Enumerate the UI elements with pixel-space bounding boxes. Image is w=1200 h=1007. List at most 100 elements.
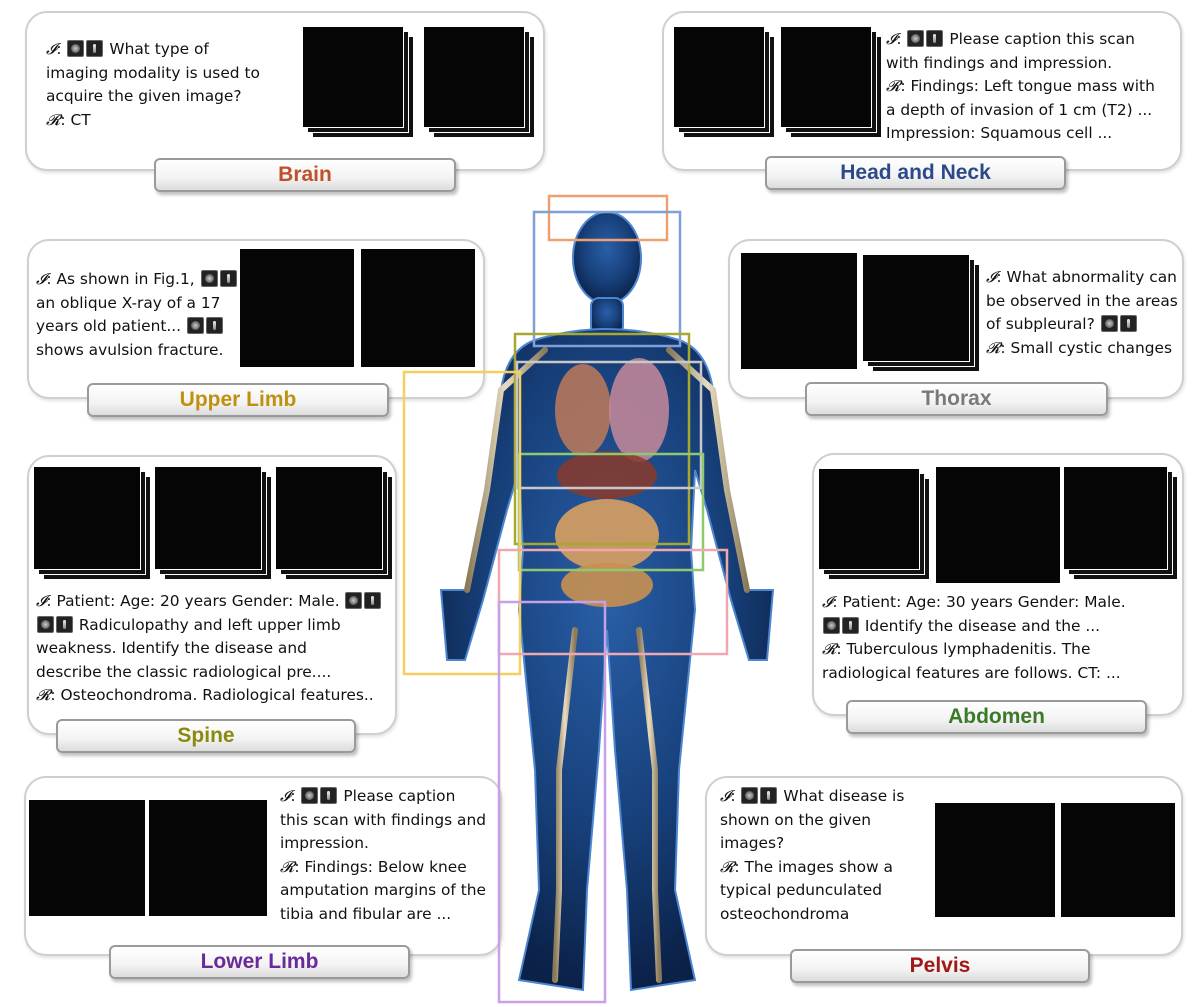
region-overlay-boxes (402, 194, 729, 1004)
human-body-svg (402, 194, 775, 1004)
thumbnail-image-icon (301, 787, 319, 804)
thumbnail-image-icon (219, 270, 237, 287)
thumbnail-image-icon (926, 30, 944, 47)
thorax-chest-xray (740, 252, 858, 370)
upper-limb-qa-text: 𝓘: As shown in Fig.1, an oblique X-ray o… (36, 268, 238, 362)
thumbnail-image-icon (842, 616, 859, 634)
spine-qa-text: 𝓘: Patient: Age: 20 years Gender: Male. … (36, 590, 382, 708)
lower-limb-label: Lower Limb (109, 945, 410, 979)
thumbnail-image-icon (86, 40, 104, 57)
upper-limb-xray-1 (239, 248, 355, 368)
overlay-box-thorax (515, 360, 703, 490)
qa-line: acquire the given image? (46, 87, 242, 105)
qa-line: 𝓘: Please caption (280, 787, 456, 805)
upper-limb-xray-2 (360, 248, 476, 368)
thumbnail-image-icon (186, 317, 204, 334)
overlay-box-spine (513, 332, 691, 546)
overlay-box-brain (547, 194, 669, 242)
qa-line: 𝓘: As shown in Fig.1, (36, 268, 238, 292)
thumbnail-image-icon (364, 592, 382, 609)
thorax-qa-text: 𝓘: What abnormality can be observed in t… (986, 266, 1178, 360)
qa-line: 𝓡: Findings: Below knee (280, 857, 467, 876)
upper-limb-label: Upper Limb (87, 383, 389, 417)
overlay-box-head-neck (532, 210, 682, 348)
head-neck-mri-scan-2 (780, 26, 882, 138)
qa-line: tibia and fibular are ... (280, 904, 452, 923)
qa-line: with findings and impression. (886, 53, 1113, 72)
brain-ct-scan-1 (302, 26, 414, 138)
brain-label: Brain (154, 158, 456, 192)
thumbnail-image-icon (1100, 315, 1118, 332)
qa-line: an oblique X-ray of a 17 (36, 293, 221, 312)
thorax-ct-scan (862, 254, 980, 372)
qa-line: of subpleural? (986, 313, 1178, 337)
spine-mri-scan (33, 466, 151, 580)
thumbnail-image-icon (741, 787, 759, 804)
qa-line: 𝓡: Findings: Left tongue mass with (886, 77, 1155, 95)
qa-line: a depth of invasion of 1 cm (T2) ... (886, 100, 1153, 119)
qa-line: 𝓡: Tuberculous lymphadenitis. The (822, 640, 1091, 658)
pelvis-xray-1 (934, 802, 1056, 918)
qa-line: Identify the disease and the ... (822, 615, 1126, 639)
qa-line: images? (720, 834, 785, 852)
head-neck-mri-scan-1 (673, 26, 775, 138)
qa-line: 𝓘: Patient: Age: 30 years Gender: Male. (822, 593, 1126, 611)
thumbnail-image-icon (67, 40, 85, 57)
spine-ct-scan (275, 466, 393, 580)
qa-line: shown on the given (720, 810, 872, 829)
thumbnail-image-icon (760, 787, 778, 804)
qa-line: years old patient... (36, 315, 238, 339)
pelvis-qa-text: 𝓘: What disease is shown on the given im… (720, 785, 904, 926)
qa-line: osteochondroma (720, 904, 850, 923)
spine-pet-scan (154, 466, 272, 580)
lower-limb-knee-xray-2 (148, 799, 268, 917)
lower-limb-qa-text: 𝓘: Please caption this scan with finding… (280, 785, 486, 926)
thumbnail-image-icon (823, 616, 840, 634)
qa-line: imaging modality is used to (46, 63, 260, 82)
qa-line: shows avulsion fracture. (36, 340, 224, 359)
qa-line: typical pedunculated (720, 881, 882, 899)
qa-line: amputation margins of the (280, 881, 486, 899)
qa-line: 𝓡: Small cystic changes (986, 338, 1173, 357)
thumbnail-image-icon (345, 592, 363, 609)
spine-label: Spine (56, 719, 356, 753)
qa-line: 𝓘: What abnormality can (986, 268, 1177, 286)
qa-line: describe the classic radiological pre...… (36, 662, 332, 681)
thorax-label: Thorax (805, 382, 1108, 416)
qa-line: radiological features are follows. CT: .… (822, 663, 1121, 682)
head-neck-label: Head and Neck (765, 156, 1066, 190)
qa-line: Radiculopathy and left upper limb (36, 614, 382, 638)
human-body-illustration (395, 190, 815, 1007)
qa-line: impression. (280, 834, 369, 852)
qa-line: 𝓡: CT (46, 110, 91, 129)
thumbnail-image-icon (200, 270, 218, 287)
brain-ct-scan-2 (423, 26, 535, 138)
organs (555, 358, 669, 607)
pelvis-label: Pelvis (790, 949, 1090, 983)
head-neck-qa-text: 𝓘: Please caption this scan with finding… (886, 28, 1155, 146)
qa-line: 𝓡: Osteochondroma. Radiological features… (36, 686, 374, 704)
abdomen-coronal-ct (1063, 466, 1178, 580)
qa-line: weakness. Identify the disease and (36, 639, 307, 657)
abdomen-qa-text: 𝓘: Patient: Age: 30 years Gender: Male. … (822, 591, 1126, 685)
qa-line: be observed in the areas (986, 291, 1178, 310)
qa-line: 𝓘: What disease is (720, 787, 905, 805)
abdomen-label: Abdomen (846, 700, 1147, 734)
abdomen-ultrasound (935, 466, 1061, 584)
thumbnail-image-icon (56, 615, 73, 633)
overlay-box-upper-limb (402, 370, 522, 676)
qa-line: Impression: Squamous cell ... (886, 124, 1113, 142)
qa-line: 𝓡: The images show a (720, 857, 893, 876)
qa-line: 𝓘: Please caption this scan (886, 30, 1135, 48)
pelvis-xray-2 (1060, 802, 1176, 918)
brain-qa-text: 𝓘: What type of imaging modality is used… (46, 38, 260, 132)
qa-line: this scan with findings and (280, 810, 486, 829)
qa-line: 𝓘: Patient: Age: 20 years Gender: Male. (36, 590, 382, 614)
thumbnail-image-icon (37, 615, 54, 633)
overlay-box-lower-limb (497, 600, 607, 1004)
thumbnail-image-icon (205, 317, 223, 334)
qa-line: 𝓘: What type of (46, 40, 209, 58)
thumbnail-image-icon (907, 30, 925, 47)
thumbnail-image-icon (320, 787, 338, 804)
thumbnail-image-icon (1119, 315, 1137, 332)
